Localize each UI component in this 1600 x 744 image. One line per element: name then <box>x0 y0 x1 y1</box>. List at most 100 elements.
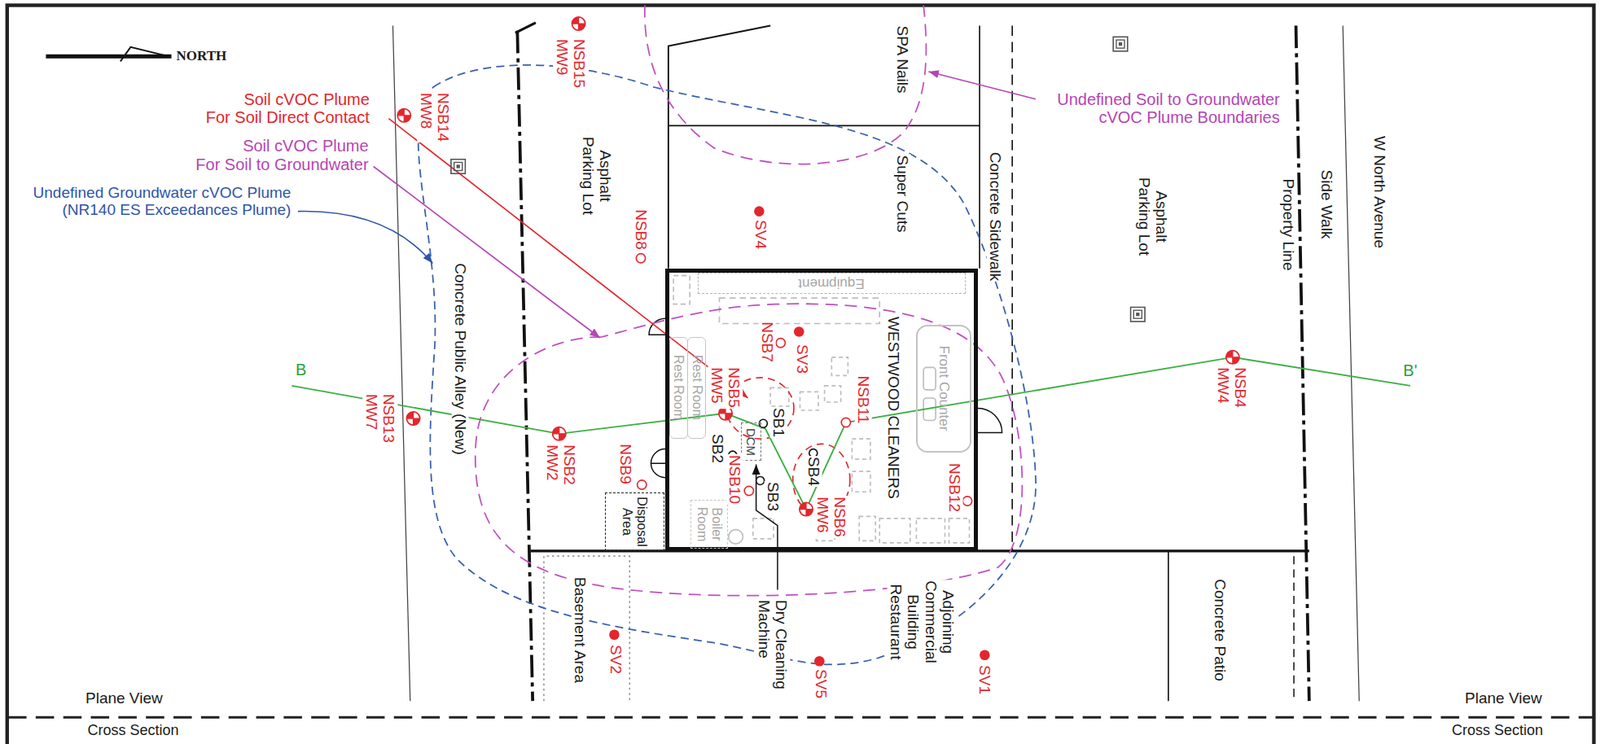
tenant-label: SPA Nails <box>893 24 911 94</box>
well-label: NSB4 MW4 <box>1214 366 1250 409</box>
rest-room: Rest Room <box>687 337 706 439</box>
street-label: W North Avenue <box>1371 135 1389 250</box>
boundary-label: Property Line <box>1279 177 1297 272</box>
furniture-outline <box>718 298 880 324</box>
vapor-point <box>979 649 991 661</box>
furniture-outline <box>859 516 876 541</box>
vapor-point <box>793 326 805 338</box>
node-label: WESTWOOD CLEANERS <box>884 316 902 500</box>
leader-line <box>928 71 1036 100</box>
dry-cleaning-machine: DCM <box>740 422 762 462</box>
well-symbol <box>397 109 411 123</box>
boring-symbol <box>962 496 972 506</box>
boiler-symbol <box>728 530 744 545</box>
curb-line <box>1342 26 1359 702</box>
furniture-outline <box>831 357 848 377</box>
vapor-point <box>814 656 825 667</box>
inlet-symbol <box>1130 306 1146 322</box>
boring-symbol <box>744 486 754 496</box>
property-line <box>515 22 536 34</box>
furniture-outline <box>916 518 945 544</box>
vapor-point <box>609 629 620 640</box>
view-label: Plane View <box>1464 690 1544 708</box>
well-symbol <box>552 427 566 441</box>
node-label: Disposal Area <box>620 496 650 547</box>
building-wall <box>668 125 980 128</box>
boring-label: SB3 <box>763 481 781 513</box>
sample-label: NSB9 <box>617 442 635 486</box>
well-label: NSB13 MW7 <box>363 393 399 444</box>
groundwater-plume <box>418 65 1036 665</box>
sample-label: NSB8 <box>631 208 649 251</box>
sample-label: NSB12 <box>945 462 963 513</box>
section-marker: B <box>294 359 307 378</box>
sample-label: NSB7 <box>758 320 776 364</box>
building-wall <box>668 26 771 269</box>
furniture-outline <box>770 387 790 407</box>
section-marker: B' <box>1402 361 1418 380</box>
front-counter: Front Counter <box>916 324 972 454</box>
area-label: Asphalt Parking Lot <box>1135 176 1171 257</box>
furniture-outline <box>824 385 842 403</box>
view-divider <box>8 716 1594 719</box>
callout-label: Dry Cleaning Machine <box>754 599 790 691</box>
well-symbol <box>1226 350 1240 364</box>
sample-label: SV5 <box>811 668 829 700</box>
street-label: Concrete Public Alley (New) <box>451 262 470 456</box>
furniture-outline <box>753 518 774 540</box>
sample-label: NSB10 <box>726 454 744 505</box>
well-label: NSB5 MW5 <box>708 366 744 409</box>
furniture-outline <box>800 391 820 411</box>
door-swing <box>977 407 1003 433</box>
boring-symbol <box>756 476 765 485</box>
leader-line <box>373 166 601 338</box>
furniture-outline <box>923 367 936 391</box>
node-label: Rest Room <box>670 355 686 421</box>
area-label: Concrete Patio <box>1210 578 1228 684</box>
boring-symbol <box>775 338 785 348</box>
building-wall <box>978 26 981 269</box>
door-swing <box>651 463 667 478</box>
boring-label: SB2 <box>708 433 726 465</box>
north-label: NORTH <box>175 48 228 64</box>
inlet-symbol <box>1113 36 1128 52</box>
well-label: NSB15 MW9 <box>552 38 588 89</box>
sidewalk-edge <box>1011 26 1013 552</box>
disposal-area: Disposal Area <box>604 492 665 551</box>
node-label: Equipment <box>798 275 865 291</box>
node-label: DCM <box>744 428 759 456</box>
furniture-outline <box>851 438 871 460</box>
view-label: Cross Section <box>1450 722 1544 739</box>
boring-symbol <box>637 480 647 490</box>
boring-symbol <box>635 254 645 264</box>
property-line <box>1296 26 1310 702</box>
area-label: Asphalt Parking Lot <box>579 135 615 215</box>
patio-edge <box>1167 551 1170 702</box>
leader-line <box>298 211 433 264</box>
furniture-outline <box>948 518 969 544</box>
rest-room: Rest Room <box>669 337 689 439</box>
patio-edge <box>1293 556 1295 702</box>
north-arrow <box>45 54 171 59</box>
plume-callout: Soil cVOC Plume For Soil Direct Contact <box>205 89 371 127</box>
tenant-label: Super Cuts <box>893 154 911 234</box>
plume-callout: Undefined Groundwater cVOC Plume (NR140 … <box>32 184 293 220</box>
sample-label: NSB11 <box>854 375 873 426</box>
well-label: NSB6 MW6 <box>814 496 850 540</box>
area-label: Adjoining Commercial Building Restaurant <box>886 580 956 665</box>
furniture-outline <box>879 518 911 544</box>
plume-callout: Soil cVOC Plume For Soil to Groundwater <box>194 136 369 174</box>
node-label: Rest Room <box>689 355 705 421</box>
soil-groundwater-plume <box>475 303 1023 596</box>
boring-label: SB4 <box>804 455 822 487</box>
vapor-point <box>753 206 765 217</box>
well-symbol <box>799 502 813 516</box>
sample-label: SV1 <box>976 664 994 696</box>
furniture-outline <box>851 471 871 492</box>
sample-label: SV4 <box>751 219 769 250</box>
well-symbol <box>406 412 420 426</box>
well-symbol <box>571 17 585 31</box>
soil-groundwater-plume <box>644 4 927 164</box>
inlet-symbol <box>451 159 466 175</box>
